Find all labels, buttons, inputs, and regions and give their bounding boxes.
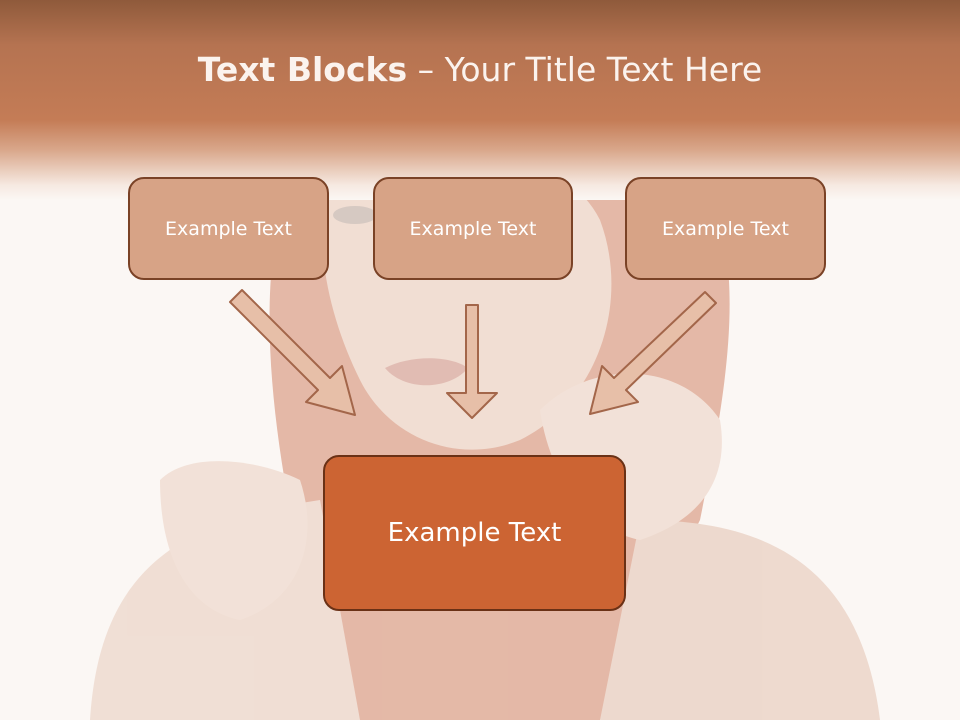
arrow-down-icon (446, 304, 498, 419)
arrow-down-right-icon (229, 289, 356, 416)
text-block-1[interactable]: Example Text (128, 177, 329, 280)
arrow-down-left-icon (589, 291, 717, 415)
slide-title: Text Blocks – Your Title Text Here (0, 50, 960, 89)
text-block-2[interactable]: Example Text (373, 177, 573, 280)
text-block-1-label: Example Text (165, 217, 292, 240)
text-block-2-label: Example Text (409, 217, 537, 240)
main-text-block-label: Example Text (387, 518, 562, 548)
text-block-3-label: Example Text (662, 217, 789, 240)
text-block-3[interactable]: Example Text (625, 177, 826, 280)
main-text-block[interactable]: Example Text (323, 455, 626, 611)
title-rest: – Your Title Text Here (407, 50, 763, 89)
title-bold: Text Blocks (197, 50, 408, 89)
header-band (0, 0, 960, 200)
